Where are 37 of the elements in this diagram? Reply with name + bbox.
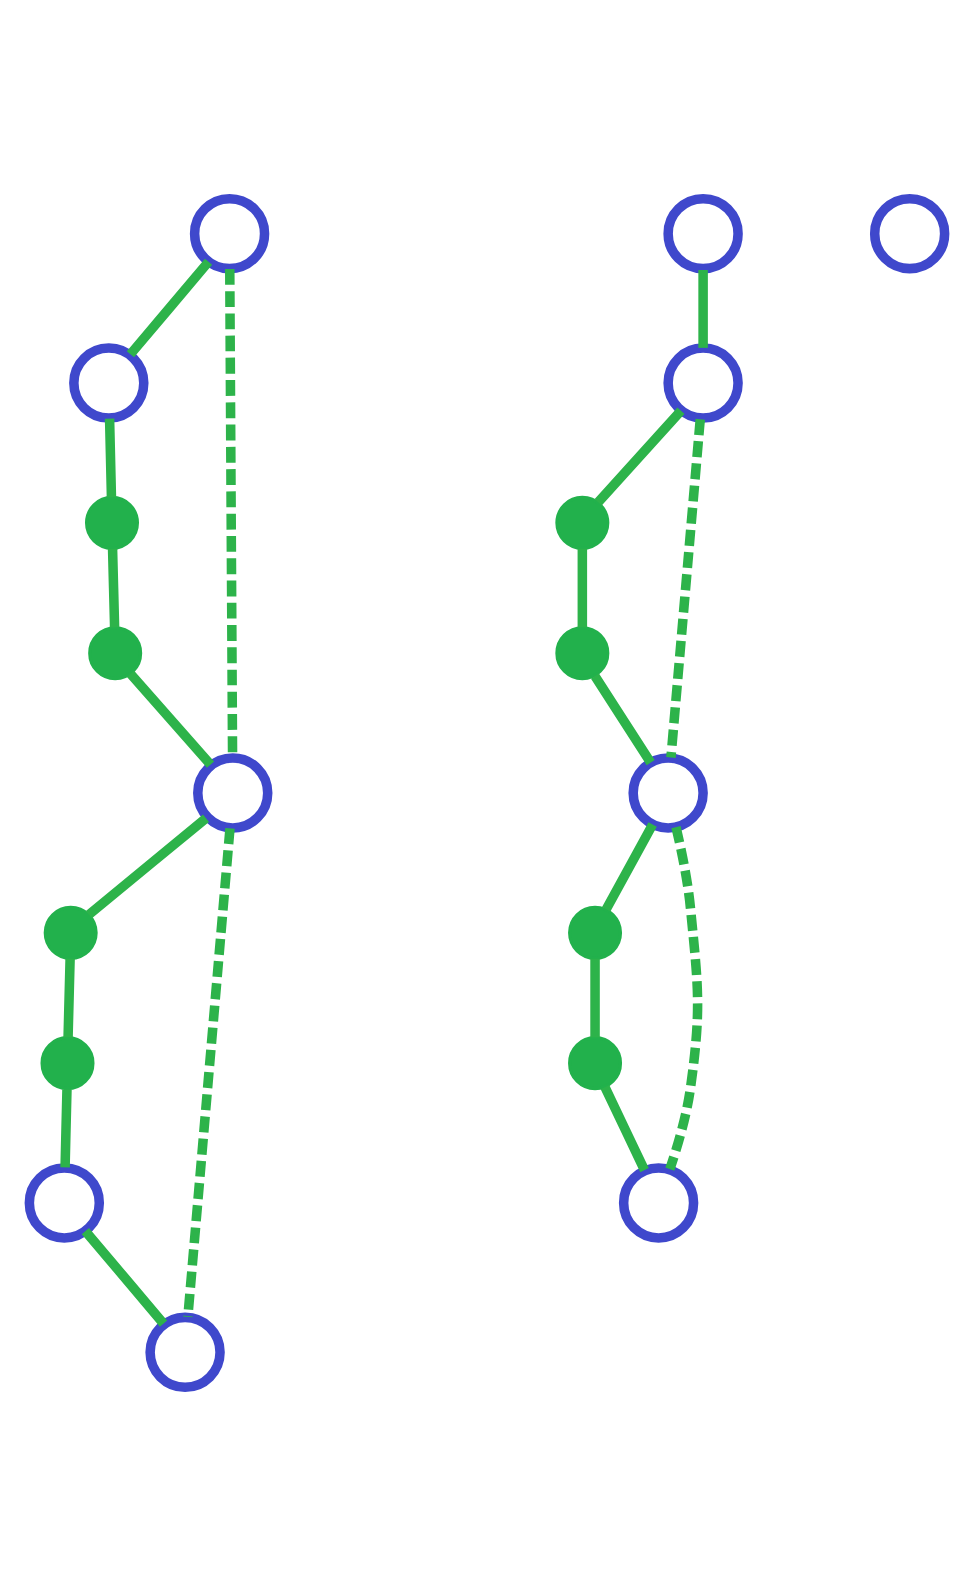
connector [225,268,238,758]
connector [104,418,117,498]
node-dot [568,905,623,960]
node-circle [628,753,708,833]
node-circle [145,1312,225,1393]
connector [666,418,705,758]
node-dot [43,905,98,960]
node-circle [869,193,950,274]
connector [85,814,210,919]
connector [126,670,215,768]
connector [698,270,708,348]
node-circle [24,1163,105,1243]
connector [183,827,235,1318]
connector [602,822,657,912]
node-circle [663,343,743,423]
node-dot [40,1036,95,1091]
node-dot [555,626,610,681]
connector [590,958,600,1038]
node-circle [618,1163,699,1243]
node-dot [555,495,610,550]
connector [63,958,75,1038]
connector [591,673,655,766]
node-dot [88,626,143,681]
node-circle [193,753,273,833]
node-circle [663,193,743,274]
connector [107,548,120,628]
connector [126,258,213,358]
connector [665,826,703,1171]
connector [81,1227,168,1327]
node-circle [69,343,149,423]
connector [594,407,685,506]
node-circle [189,193,270,274]
connector [60,1089,72,1168]
connector [600,1085,649,1173]
node-dot [568,1036,623,1091]
connector [577,548,588,628]
node-dot [84,495,139,550]
